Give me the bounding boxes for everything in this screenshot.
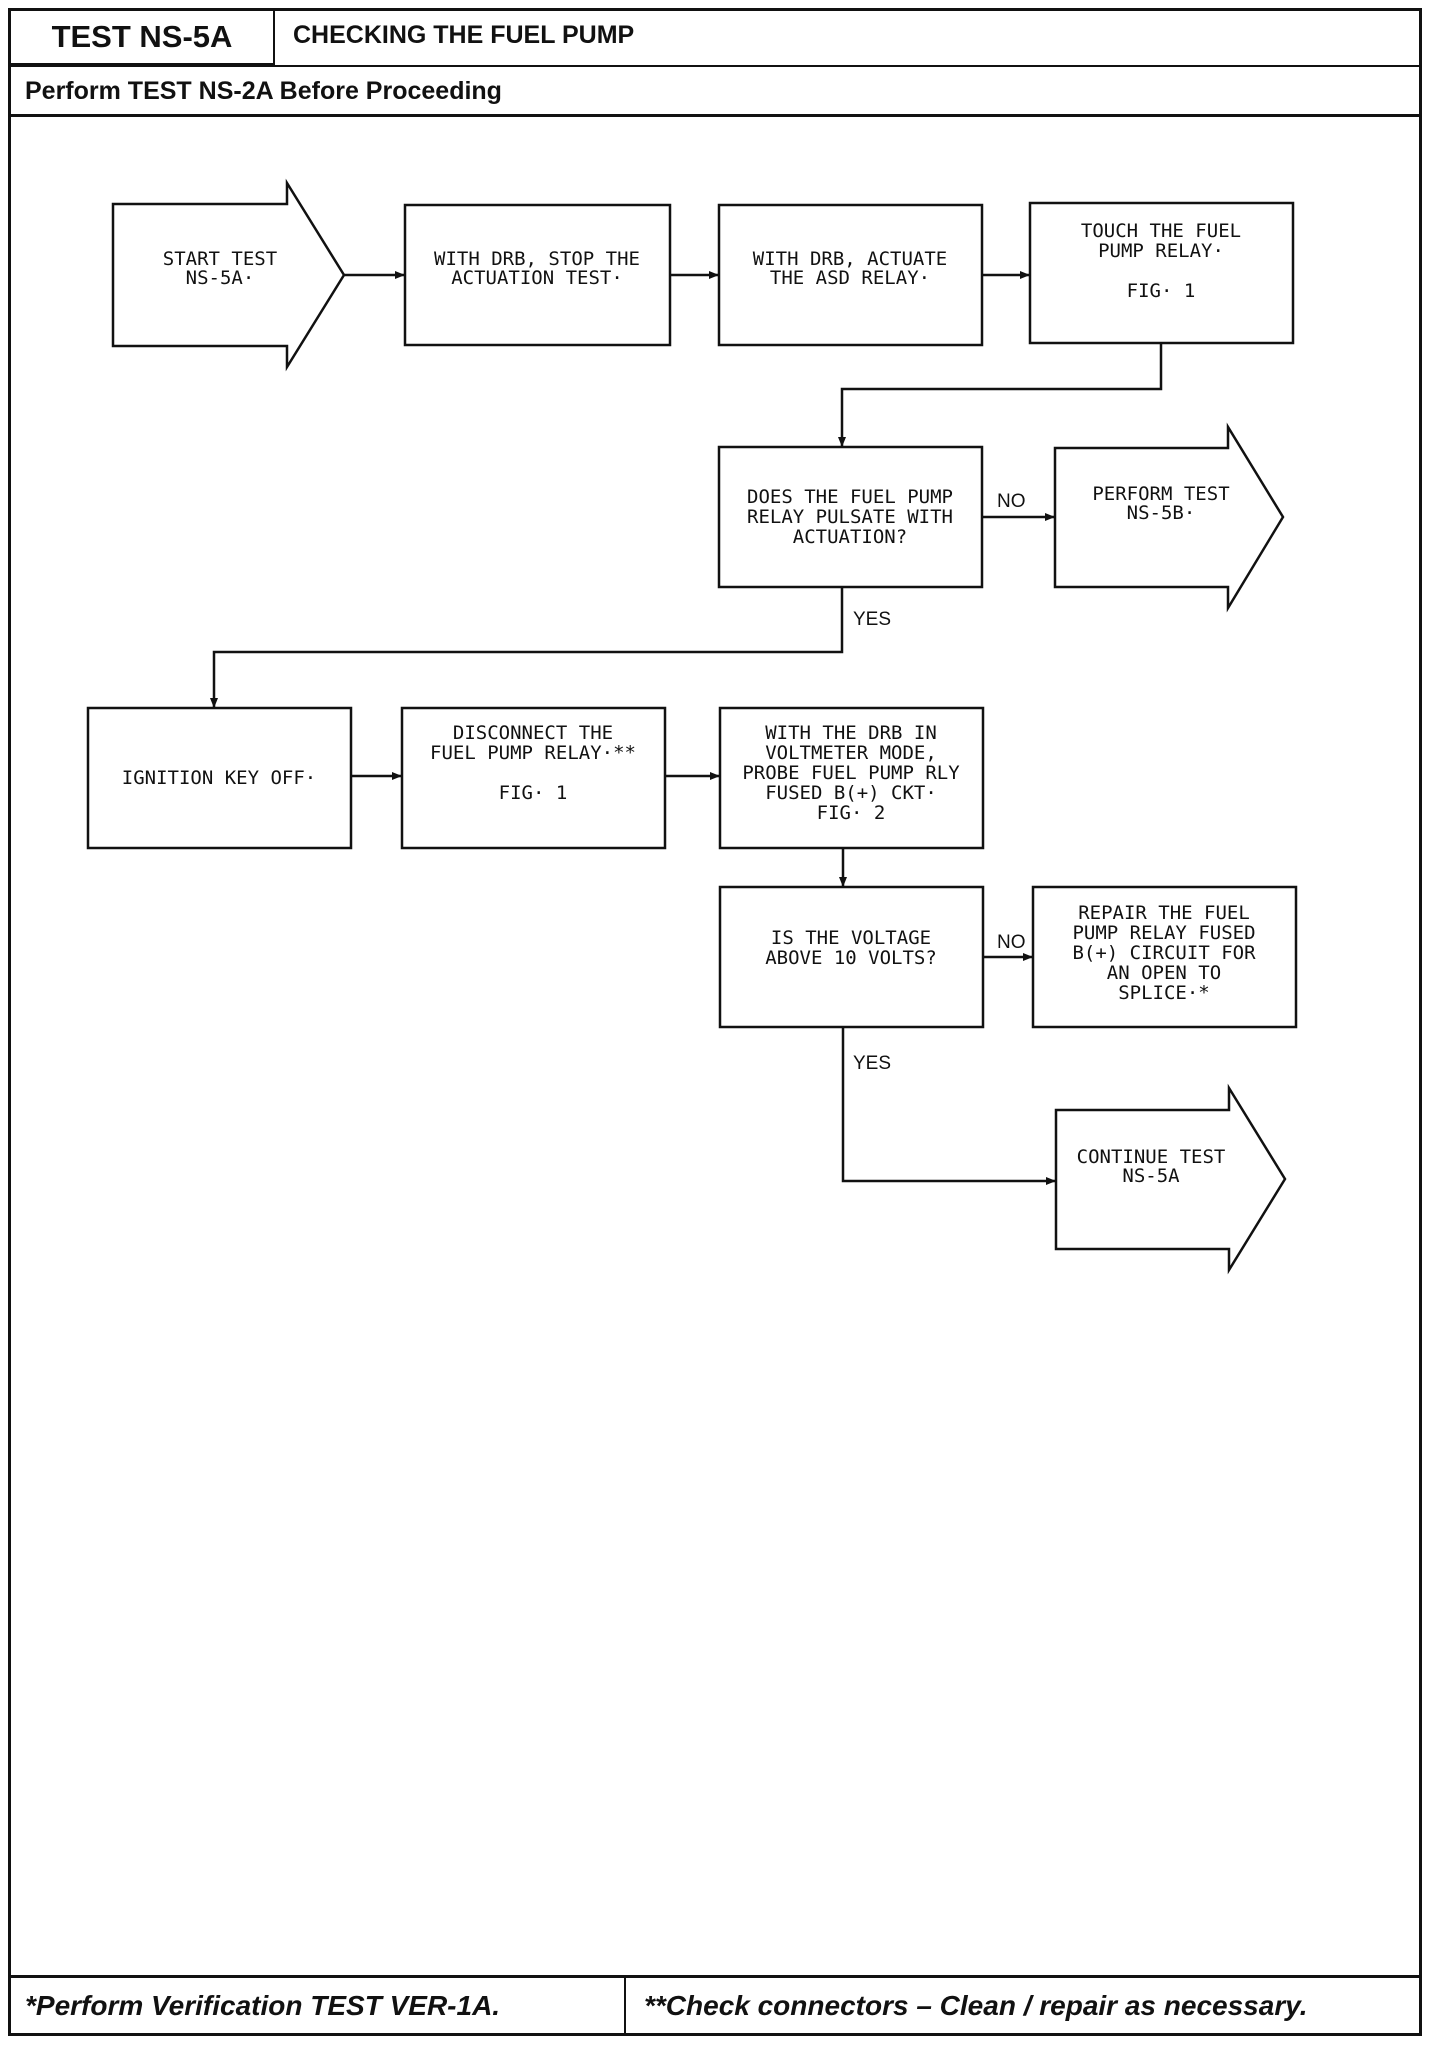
continue-5a-label-line: NS-5A (1122, 1165, 1180, 1187)
prerequisite-note: Perform TEST NS-2A Before Proceeding (25, 77, 502, 105)
connector-touch-to-question (838, 343, 1163, 447)
pulsate-question-label-line: ACTUATION? (793, 526, 907, 548)
test-page: TEST NS-5A CHECKING THE FUEL PUMP Perfor… (8, 8, 1422, 2036)
start-arrow-label-line: NS-5A· (186, 267, 255, 289)
probe-voltmeter-label-line: PROBE FUEL PUMP RLY (742, 762, 960, 784)
touch-relay-label-line: FIG· 1 (1127, 280, 1196, 302)
start-arrow-label-line: START TEST (163, 248, 277, 270)
repair-circuit-label-line: AN OPEN TO (1107, 962, 1221, 984)
actuate-asd-label-line: THE ASD RELAY· (770, 267, 930, 289)
stop-actuation-label-line: ACTUATION TEST· (451, 267, 623, 289)
actuate-asd-label-line: WITH DRB, ACTUATE (753, 248, 947, 270)
test-id: TEST NS-5A (11, 11, 275, 65)
pulsate-question-label-line: RELAY PULSATE WITH (747, 506, 953, 528)
disconnect-relay-label-line: FIG· 1 (499, 782, 568, 804)
ignition-off-label-line: IGNITION KEY OFF· (122, 767, 316, 789)
ignition-off-box: IGNITION KEY OFF· (86, 706, 353, 850)
ignition-off-label: IGNITION KEY OFF· (122, 767, 316, 789)
footer-note-verification: *Perform Verification TEST VER-1A. (11, 1978, 626, 2033)
branch-yes-label-1: YES (853, 609, 891, 630)
probe-voltmeter-label-line: FUSED B(+) CKT· (765, 782, 937, 804)
touch-relay-label-line: TOUCH THE FUEL (1081, 220, 1241, 242)
disconnect-relay-label-line: DISCONNECT THE (453, 722, 613, 744)
touch-relay-label-line: PUMP RELAY· (1098, 240, 1224, 262)
voltage-question-label-line: IS THE VOLTAGE (771, 927, 931, 949)
test-title: CHECKING THE FUEL PUMP (293, 21, 635, 49)
header-bar: TEST NS-5A CHECKING THE FUEL PUMP (11, 11, 1419, 65)
probe-voltmeter-label-line: VOLTMETER MODE, (765, 742, 937, 764)
repair-circuit-label-line: B(+) CIRCUIT FOR (1072, 942, 1256, 964)
connectors (210, 271, 1163, 1185)
probe-voltmeter-label-line: WITH THE DRB IN (765, 722, 937, 744)
repair-circuit-label-line: PUMP RELAY FUSED (1072, 922, 1255, 944)
voltage-question-label-line: ABOVE 10 VOLTS? (765, 947, 937, 969)
stop-actuation-label-line: WITH DRB, STOP THE (434, 248, 640, 270)
branch-no-label-1: NO (997, 491, 1026, 512)
perform-5b-label-line: NS-5B· (1127, 502, 1196, 524)
continue-5a-label-line: CONTINUE TEST (1077, 1146, 1226, 1168)
pulsate-question-label-line: DOES THE FUEL PUMP (747, 486, 953, 508)
branch-yes-label-2: YES (853, 1053, 891, 1074)
prerequisite-bar: Perform TEST NS-2A Before Proceeding (11, 65, 1419, 117)
connector-question-yes (210, 587, 844, 708)
connector-voltage-yes (841, 1027, 1056, 1185)
repair-circuit-label-line: SPLICE·* (1118, 982, 1210, 1004)
footer-bar: *Perform Verification TEST VER-1A. **Che… (11, 1975, 1419, 2033)
branch-no-label-2: NO (997, 932, 1026, 953)
repair-circuit-label-line: REPAIR THE FUEL (1078, 902, 1250, 924)
disconnect-relay-label-line: FUEL PUMP RELAY·** (430, 742, 636, 764)
probe-voltmeter-label-line: FIG· 2 (817, 802, 886, 824)
perform-5b-label-line: PERFORM TEST (1092, 483, 1229, 505)
footer-note-connectors: **Check connectors – Clean / repair as n… (644, 1989, 1308, 2021)
